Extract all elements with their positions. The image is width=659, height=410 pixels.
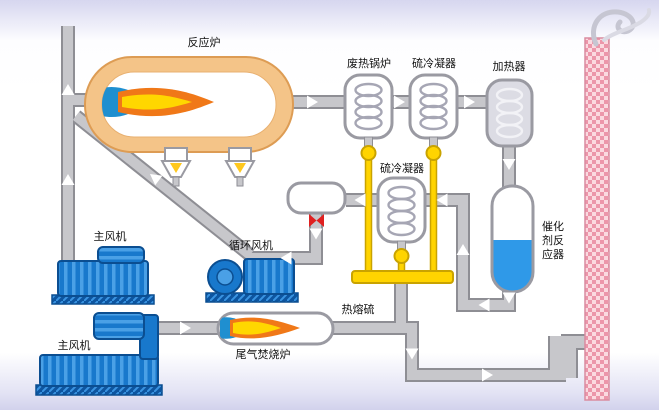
label-tail-gas-incinerator: 尾气焚烧炉 bbox=[235, 349, 291, 361]
smoke-icon bbox=[591, 8, 652, 47]
furnace-drain-left bbox=[160, 147, 192, 187]
red-valve-icon bbox=[309, 214, 324, 227]
catalyst-bed bbox=[492, 240, 533, 292]
sulfur-header bbox=[351, 270, 454, 284]
sulfur-seal-vessel bbox=[286, 181, 347, 215]
label-circulation-blower: 循环风机 bbox=[229, 240, 273, 252]
coil-icon bbox=[354, 82, 383, 131]
flow-arrow-left bbox=[478, 298, 490, 312]
stack bbox=[584, 37, 610, 401]
coil-icon bbox=[387, 185, 416, 237]
label-main-blower-bottom: 主风机 bbox=[57, 340, 91, 352]
label-catalytic-reactor: 催化剂反应器 bbox=[542, 221, 564, 261]
flow-arrow-down bbox=[405, 348, 419, 360]
flow-arrow-down bbox=[309, 228, 323, 240]
flow-arrow-right bbox=[464, 95, 475, 109]
label-heater: 加热器 bbox=[492, 61, 526, 73]
label-main-blower-top: 主风机 bbox=[93, 231, 127, 243]
waste-heat-boiler bbox=[343, 73, 394, 161]
tail-gas-incinerator-unit bbox=[216, 311, 335, 346]
drain-valve-icon bbox=[360, 145, 377, 161]
flow-arrow-right bbox=[394, 95, 405, 109]
catalytic-reactor bbox=[490, 184, 535, 294]
drain-valve-icon bbox=[393, 248, 410, 264]
blower-motor bbox=[93, 312, 145, 340]
label-waste-heat-boiler: 废热锅炉 bbox=[347, 58, 391, 70]
sulfur-condenser-top bbox=[408, 73, 459, 161]
flow-arrow-down bbox=[502, 292, 516, 304]
furnace-flame-icon bbox=[102, 86, 214, 118]
flow-arrow-up bbox=[456, 244, 470, 255]
flow-arrows bbox=[61, 84, 516, 382]
label-reaction-furnace: 反应炉 bbox=[187, 37, 221, 49]
coil-icon bbox=[495, 87, 524, 139]
blower-motor bbox=[97, 246, 145, 264]
label-sulfur-condenser-top: 硫冷凝器 bbox=[412, 58, 456, 70]
reaction-furnace bbox=[84, 56, 294, 153]
flow-arrow-up bbox=[61, 174, 75, 185]
incinerator-flame-icon bbox=[220, 317, 300, 339]
heater bbox=[485, 78, 534, 148]
flow-arrow-right bbox=[180, 321, 191, 335]
label-molten-sulfur: 热熔硫 bbox=[341, 304, 375, 316]
sulfur-condenser-mid bbox=[376, 176, 427, 264]
furnace-drain-right bbox=[224, 147, 256, 187]
flow-arrow-right bbox=[482, 368, 493, 382]
flow-arrow-left bbox=[280, 251, 292, 265]
label-sulfur-condenser-mid: 硫冷凝器 bbox=[380, 163, 424, 175]
flow-arrow-left bbox=[354, 193, 366, 207]
flow-arrow-up bbox=[61, 84, 75, 95]
sulfur-pipe-network bbox=[351, 159, 454, 284]
flow-arrow-upleft bbox=[150, 174, 163, 186]
main-blower-bottom-unit bbox=[35, 312, 163, 396]
drain-valve-icon bbox=[425, 145, 442, 161]
flow-arrow-right bbox=[307, 95, 318, 109]
flow-arrow-down bbox=[502, 159, 516, 170]
flow-arrow-left bbox=[436, 193, 448, 207]
coil-icon bbox=[419, 82, 448, 131]
circulation-blower-unit bbox=[205, 258, 299, 303]
main-blower-top-unit bbox=[51, 246, 155, 305]
